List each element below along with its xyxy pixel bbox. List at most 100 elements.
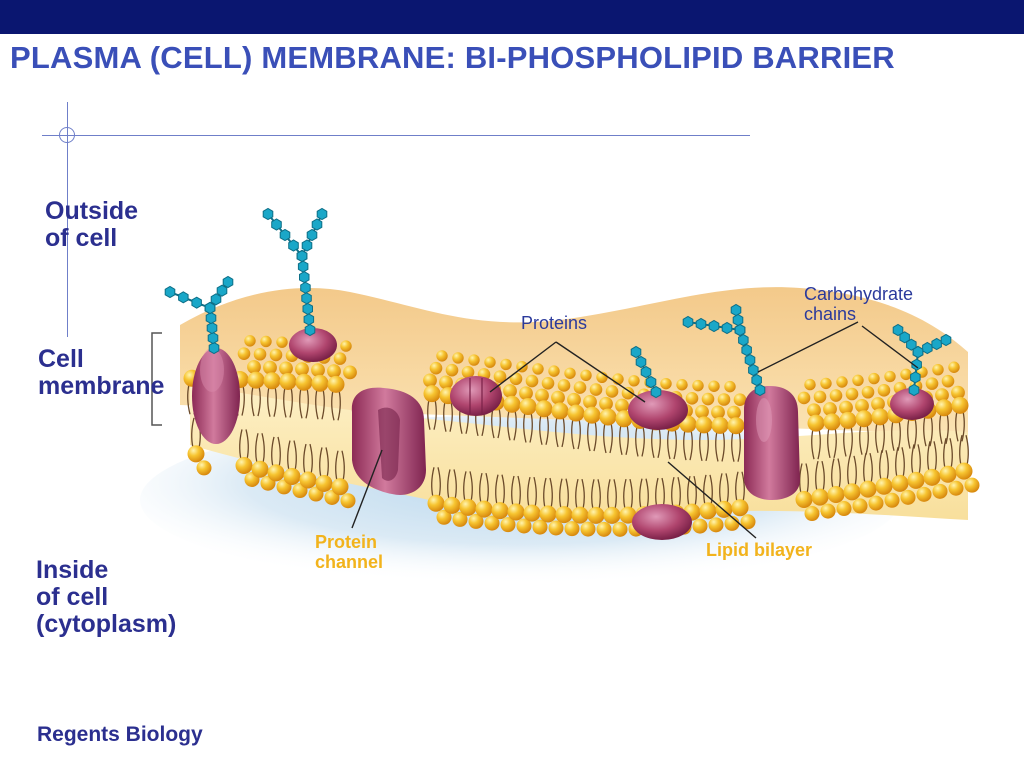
fatty-acid-tail [731, 431, 741, 462]
sugar-bead [301, 292, 312, 305]
phospholipid-head [244, 335, 256, 347]
phospholipid-head [187, 445, 205, 463]
phospholipid-head [836, 501, 852, 517]
sugar-bead [306, 228, 318, 242]
phospholipid-head [599, 396, 613, 411]
fatty-acid-tail [427, 399, 437, 430]
sugar-bead [205, 311, 217, 325]
phospholipid-head [813, 390, 827, 404]
fatty-acid-tail [267, 386, 277, 417]
fatty-acid-tail [943, 438, 953, 469]
phospholipid-head [596, 521, 612, 537]
phospholipid-head [951, 396, 969, 414]
sugar-bead [299, 271, 310, 284]
fatty-acid-tail [335, 450, 345, 481]
phospholipid-head [733, 393, 747, 407]
phospholipid-head [539, 505, 557, 523]
phospholipid-head [868, 495, 884, 511]
outside-cell-label: Outside of cell [45, 198, 138, 252]
phospholipid-head [333, 352, 347, 365]
phospholipid-head [852, 374, 864, 387]
sugar-bead [682, 315, 694, 329]
fatty-acid-tail [651, 427, 661, 459]
phospholipid-head [695, 416, 713, 434]
phospholipid-head [459, 498, 477, 516]
phospholipid-head [475, 500, 493, 518]
phospholipid-head [491, 502, 509, 520]
fatty-acid-tail [811, 429, 821, 460]
fatty-acid-tail [527, 476, 537, 508]
phospholipid-head [436, 350, 448, 362]
phospholipid-head [836, 376, 848, 388]
phospholipid-head [507, 503, 525, 521]
fatty-acid-tail [523, 412, 533, 443]
fatty-acid-tail [283, 387, 293, 418]
phospholipid-head [621, 386, 635, 400]
fatty-acid-tail [911, 444, 921, 475]
fatty-acid-tail [255, 433, 265, 464]
phospholipid-head [503, 395, 521, 413]
phospholipid-head [580, 521, 596, 537]
crosshair-icon [59, 127, 75, 143]
phospholipid-head [731, 499, 749, 517]
phospholipid-head [871, 408, 889, 426]
phospholipid-head [807, 403, 821, 418]
carbohydrate-link [913, 351, 919, 391]
inside-line-1: Inside [36, 556, 109, 584]
sugar-bead [311, 218, 323, 231]
fatty-acid-tail [907, 418, 917, 449]
carbohydrate-chains-group [164, 207, 952, 399]
phospholipid-head [964, 477, 980, 493]
phospholipid-head [525, 374, 539, 388]
phospholipid-head [916, 486, 932, 502]
phospholipid-head [820, 503, 836, 519]
phospholipid-head [196, 460, 212, 476]
phospholipid-head [571, 506, 589, 524]
phospholipid-head [295, 362, 309, 377]
sugar-bead [301, 239, 313, 252]
phospholipid-head [263, 360, 277, 375]
sugar-bead [754, 383, 766, 397]
phospholipid-head [327, 375, 345, 393]
phospholipid-head [932, 483, 948, 499]
fatty-acid-tail [863, 452, 873, 484]
phospholipid-head [500, 517, 516, 533]
fatty-acid-tail [543, 477, 553, 509]
fatty-acid-tail [671, 477, 681, 508]
phospholipid-head [340, 340, 352, 352]
sugar-bead [297, 260, 309, 273]
sugar-bead [207, 331, 219, 345]
phospholipid-head [580, 369, 592, 382]
phospholipid-head [692, 379, 704, 392]
fatty-acid-tail [239, 429, 249, 460]
decorative-rule [42, 135, 750, 136]
proteins-callout: Proteins [521, 313, 588, 333]
phospholipid-head [327, 364, 341, 379]
leader-lines [351, 321, 919, 539]
protein-channel-shape [351, 387, 426, 495]
phospholipid-head [852, 498, 868, 514]
phospholipid-head [452, 511, 468, 527]
fatty-acid-tail [891, 420, 901, 451]
phospholipid-head [311, 363, 325, 378]
phospholipid-head [260, 335, 272, 348]
phospholipid-head [939, 465, 957, 483]
sugar-bead [271, 218, 282, 231]
phospholipid-head [823, 413, 841, 431]
phospholipid-head [589, 383, 603, 396]
phospholipid-head [493, 370, 507, 383]
inside-line-2: of cell [36, 583, 109, 611]
phospholipid-head [932, 364, 944, 376]
phospholipid-head [429, 361, 443, 375]
sugar-bead [738, 333, 749, 347]
fatty-acid-tail [555, 416, 565, 448]
phospholipid-head [875, 477, 893, 495]
phospholipid-head [615, 410, 633, 428]
phospholipid-head [253, 347, 267, 361]
fatty-acid-tail [495, 474, 505, 505]
fatty-acid-tail [511, 475, 521, 507]
fatty-acid-tail [959, 435, 969, 466]
phospholipid-head [340, 493, 356, 509]
phospholipid-head [619, 506, 637, 524]
phospholipid-head [855, 399, 869, 413]
